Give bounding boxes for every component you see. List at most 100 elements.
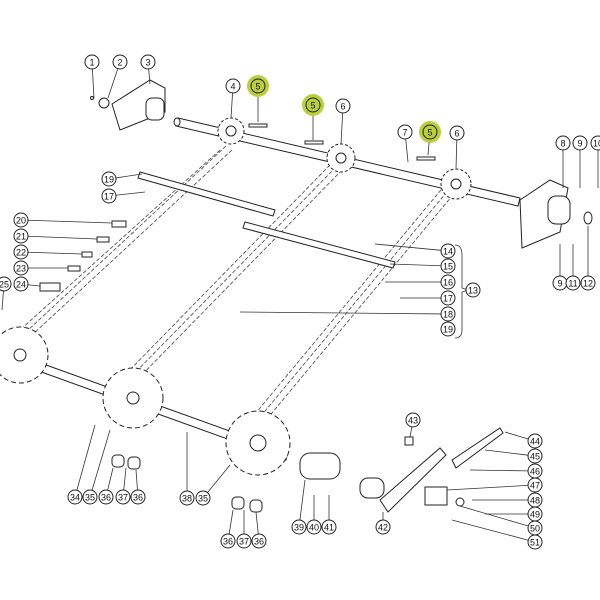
callout-number: 11 (568, 279, 577, 289)
callout-circle (84, 54, 100, 70)
callout-circle (440, 290, 456, 306)
callout-number: 45 (530, 452, 540, 462)
callout-circle (422, 124, 438, 140)
leader-line (484, 449, 529, 456)
part-callout: 37 (115, 467, 131, 505)
callout-number: 5 (255, 82, 260, 92)
callout-number: 7 (402, 128, 407, 138)
bearing-plates (90, 79, 593, 249)
callout-number: 12 (583, 279, 593, 289)
part-callout: 41 (321, 495, 337, 535)
callout-number: 8 (560, 139, 565, 149)
callout-number: 42 (378, 523, 388, 533)
callout-number: 25 (0, 280, 9, 290)
part-callout: 51 (451, 519, 543, 550)
part-callout: 35 (82, 429, 111, 505)
highlight-halo (419, 121, 441, 143)
callout-number: 5 (310, 101, 315, 111)
part-callout: 36 (98, 467, 114, 505)
callout-number: 9 (557, 279, 562, 289)
leader-line (409, 426, 413, 438)
part-callout: 17 (101, 188, 146, 204)
part-callout: 36 (220, 509, 236, 549)
callout-number: 21 (16, 232, 26, 242)
callout-circle (305, 97, 321, 113)
part-callout: 8 (555, 135, 571, 188)
callout-number: 37 (118, 493, 128, 503)
callout-number: 46 (530, 467, 540, 477)
callout-circle (449, 125, 465, 141)
callout-number: 48 (530, 496, 540, 506)
callout-number: 6 (454, 129, 459, 139)
leader-line (455, 139, 458, 170)
callout-number: 17 (443, 294, 453, 304)
callout-number: 36 (101, 493, 111, 503)
callout-circle (101, 171, 117, 187)
callouts: 1234556756891091112191720212223242514151… (0, 54, 600, 550)
highlighted-part-callout[interactable]: 5 (419, 121, 441, 156)
chain-lines (19, 145, 458, 426)
part-callout: 6 (335, 98, 351, 145)
callout-number: 36 (254, 537, 264, 547)
callout-circle (13, 212, 29, 228)
chain-clips (39, 220, 127, 292)
callout-circle (195, 490, 211, 506)
part-callout: 47 (446, 477, 543, 493)
upper-sprockets (217, 117, 472, 200)
callout-number: 18 (443, 310, 453, 320)
part-callout: 44 (504, 431, 543, 449)
leader-line (91, 429, 111, 491)
callout-circle (572, 135, 588, 151)
leader-line (228, 509, 234, 535)
highlighted-part-callout[interactable]: 5 (247, 75, 269, 122)
part-callout: 21 (13, 228, 98, 244)
part-callout: 24 (13, 276, 41, 292)
leader-line (76, 424, 96, 491)
part-callout: 12 (580, 226, 596, 291)
part-callout: 16 (385, 274, 456, 290)
callout-number: 24 (16, 280, 26, 290)
callout-circle (140, 54, 156, 70)
callout-circle (98, 489, 114, 505)
callout-number: 37 (239, 537, 249, 547)
callout-circle (555, 135, 571, 151)
callout-circle (112, 54, 128, 70)
part-callout: 19 (101, 171, 143, 187)
callout-number: 3 (145, 58, 150, 68)
part-callout: 19 (440, 321, 456, 337)
highlighted-part-callout[interactable]: 5 (302, 94, 324, 140)
callout-circle (306, 519, 322, 535)
part-callout: 2 (107, 54, 128, 99)
callout-circle (565, 275, 581, 291)
leader-line (239, 311, 442, 315)
callout-number: 19 (104, 175, 114, 185)
callout-number: 20 (16, 216, 26, 226)
leader-line (148, 68, 151, 85)
callout-number: 6 (340, 102, 345, 112)
part-callout: 37 (236, 510, 252, 549)
leader-line (107, 68, 119, 99)
leader-line (123, 467, 127, 491)
callout-number: 17 (104, 192, 114, 202)
leader-line (1, 290, 4, 311)
callout-number: 44 (530, 437, 540, 447)
callout-number: 36 (133, 493, 143, 503)
callout-number: 14 (443, 247, 453, 257)
part-callout: 14 (374, 243, 456, 259)
leader-line (374, 243, 442, 251)
part-callout: 49 (485, 506, 543, 522)
callout-circle (13, 244, 29, 260)
callout-circle (440, 258, 456, 274)
part-callout: 9 (552, 244, 568, 291)
callout-number: 35 (85, 493, 95, 503)
leader-line (389, 263, 442, 267)
part-callout: 1 (84, 54, 100, 99)
part-callout: 34 (67, 424, 96, 505)
part-callout: 36 (251, 511, 267, 549)
part-callout: 42 (375, 512, 391, 535)
part-callout: 17 (400, 290, 456, 306)
part-callout: 39 (291, 479, 307, 535)
part-callout: 46 (469, 463, 543, 479)
callout-circle (321, 519, 337, 535)
